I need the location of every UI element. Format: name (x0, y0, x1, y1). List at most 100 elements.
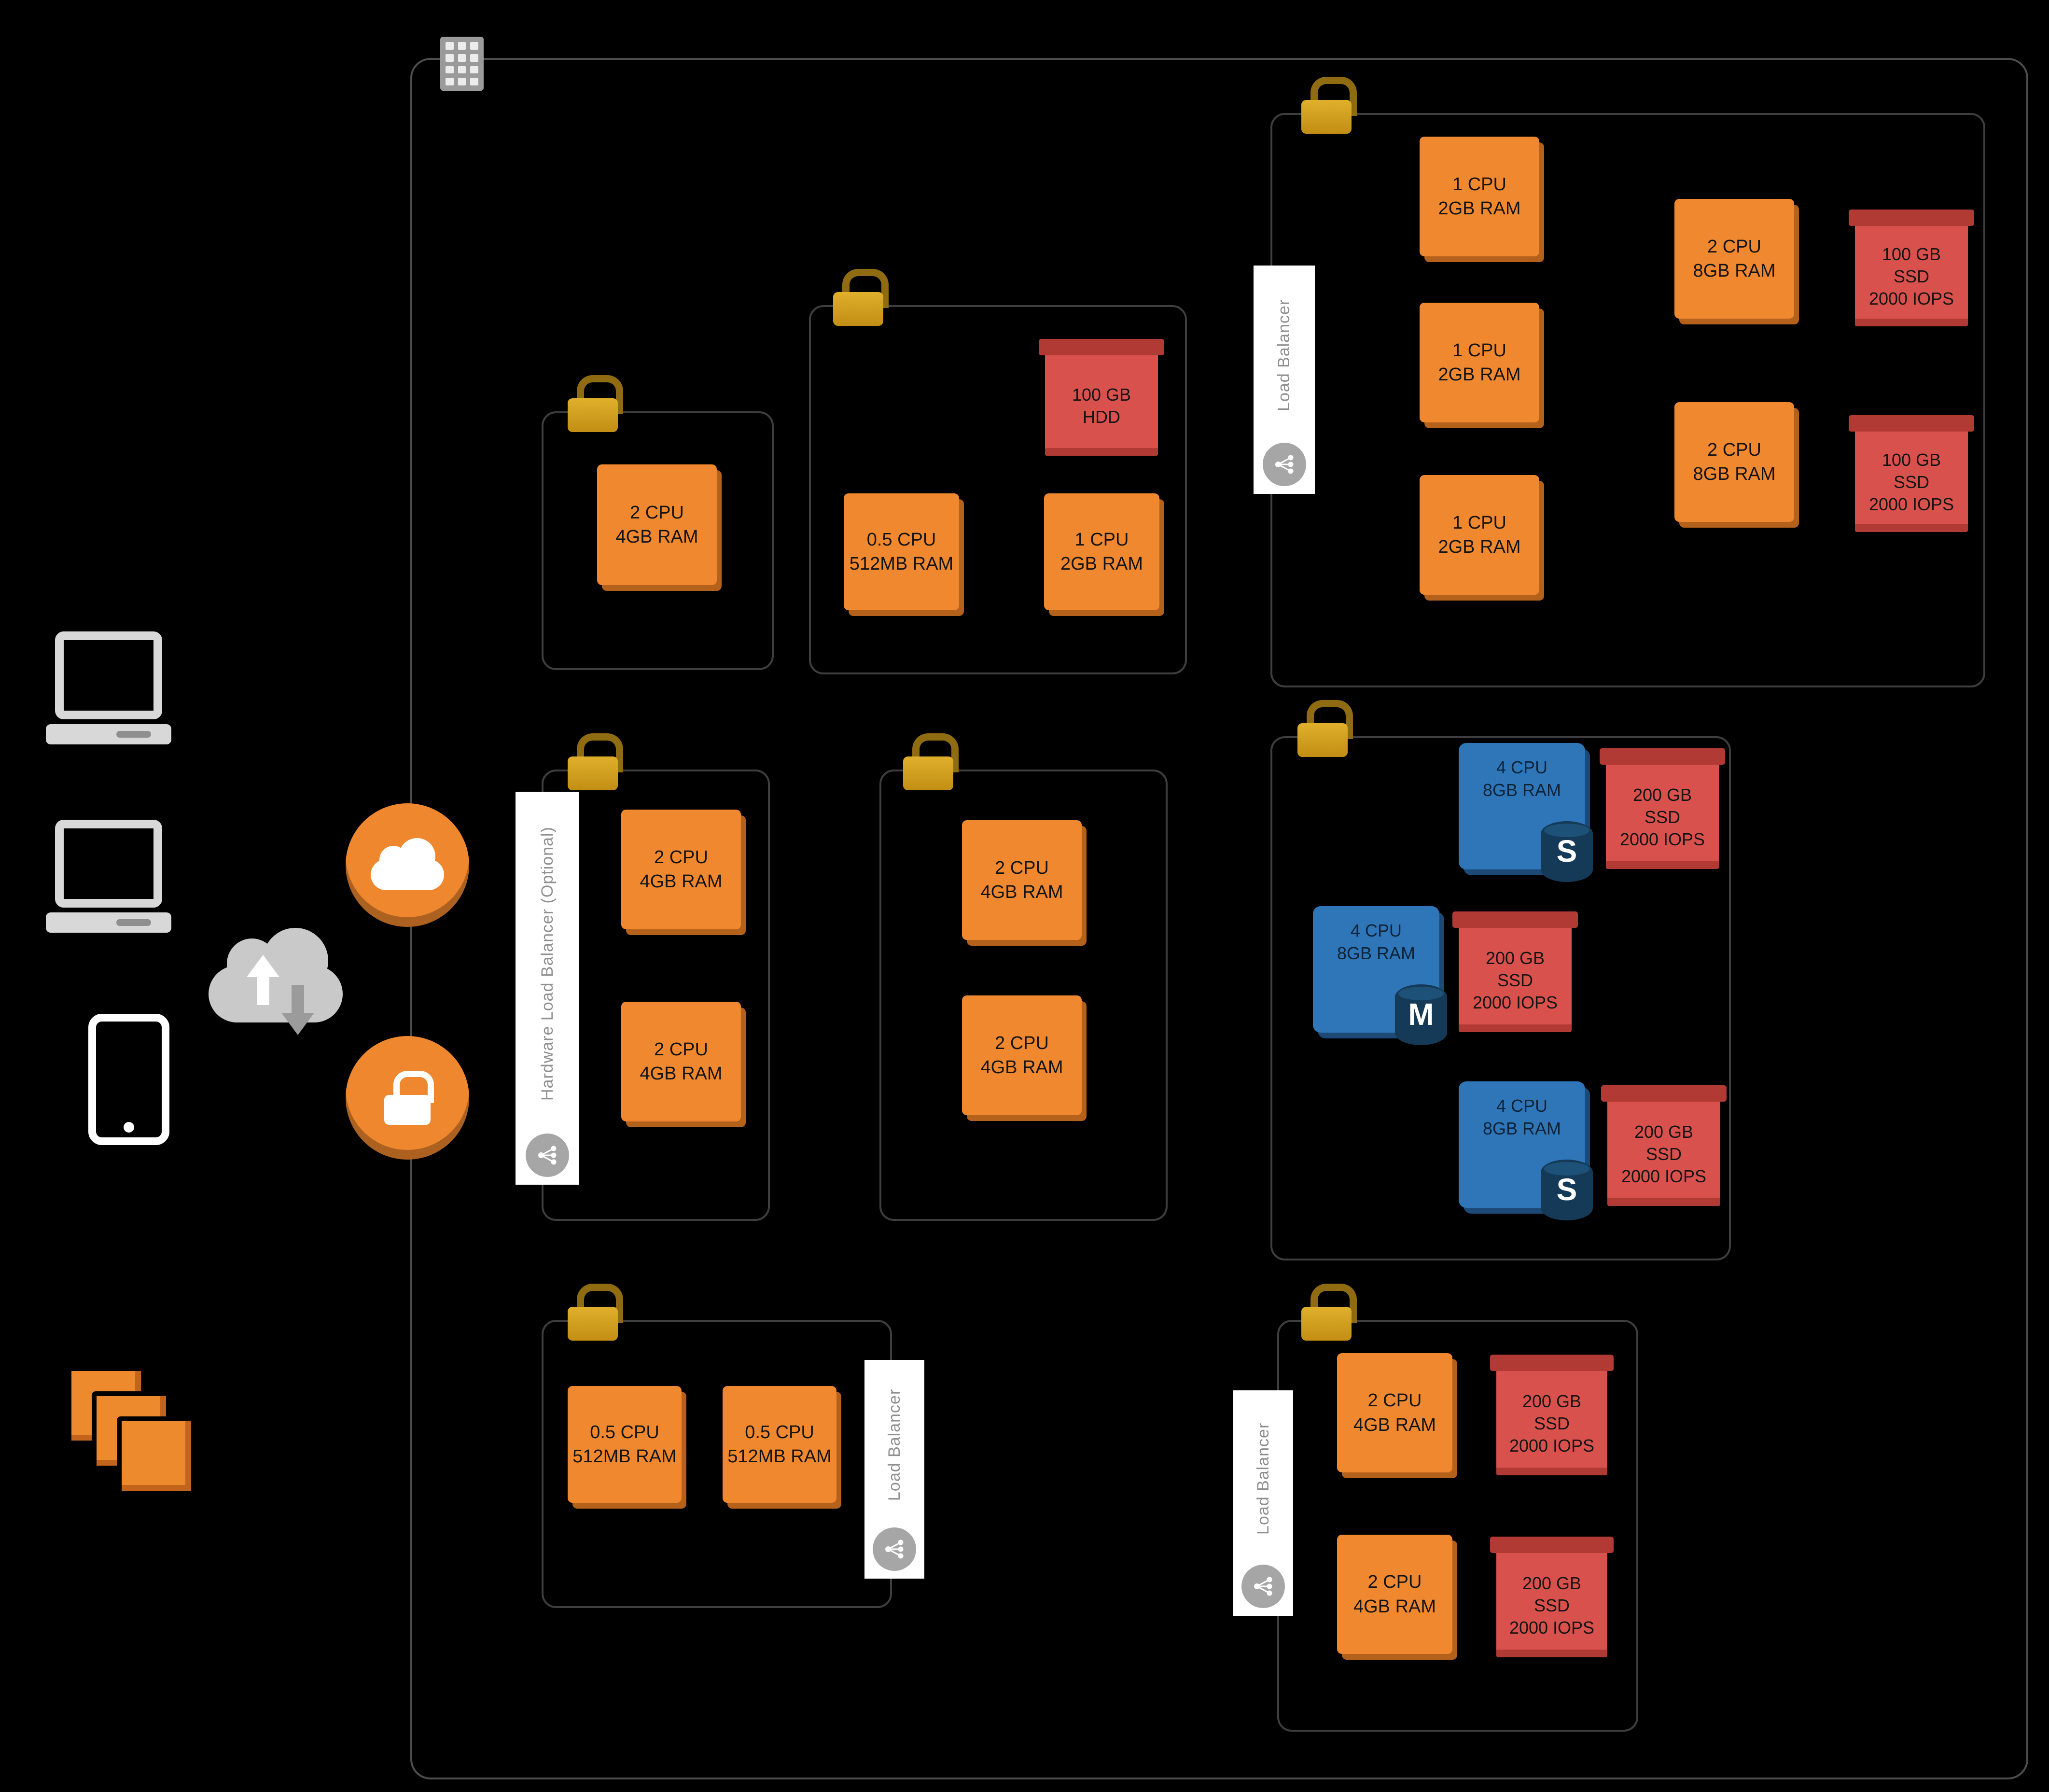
database-spec: 4 CPU 8GB RAM (1482, 757, 1561, 800)
storage-spec: 200 GB SSD 2000 IOPS (1472, 948, 1558, 1013)
compute-spec: 0.5 CPU 512MB RAM (849, 529, 954, 574)
compute-spec: 2 CPU 4GB RAM (980, 857, 1063, 902)
load-balancer-label: Load Balancer (1233, 1390, 1293, 1616)
storage-spec: 100 GB SSD 2000 IOPS (1868, 244, 1954, 309)
load-balancer-label: Load Balancer (864, 1360, 924, 1579)
instance-chip (117, 1416, 196, 1496)
laptop-screen (55, 631, 162, 719)
compute-instance: 2 CPU 4GB RAM (962, 820, 1082, 940)
load-balancer-icon (873, 1527, 916, 1571)
instance-stack-icon (67, 1366, 197, 1497)
upload-arrow-icon (247, 955, 279, 1005)
compute-instance: 2 CPU 4GB RAM (597, 464, 717, 585)
storage-spec: 100 GB SSD 2000 IOPS (1868, 449, 1954, 515)
storage-volume: 100 GB HDD (1039, 339, 1164, 456)
datacenter-icon (440, 37, 484, 91)
storage-volume: 200 GB SSD 2000 IOPS (1490, 1355, 1614, 1475)
load-balancer-icon (1241, 1565, 1285, 1608)
database-spec: 4 CPU 8GB RAM (1337, 921, 1416, 963)
compute-spec: 1 CPU 2GB RAM (1438, 512, 1521, 557)
compute-instance: 2 CPU 8GB RAM (1674, 199, 1794, 319)
compute-instance: 2 CPU 4GB RAM (621, 1002, 741, 1121)
storage-volume: 200 GB SSD 2000 IOPS (1490, 1537, 1614, 1657)
storage-volume: 100 GB SSD 2000 IOPS (1849, 210, 1974, 326)
padlock-icon (833, 269, 889, 326)
compute-instance: 2 CPU 4GB RAM (621, 810, 741, 929)
compute-spec: 2 CPU 4GB RAM (980, 1033, 1063, 1078)
compute-instance: 1 CPU 2GB RAM (1044, 493, 1159, 610)
storage-spec: 200 GB SSD 2000 IOPS (1509, 1391, 1595, 1456)
compute-instance: 0.5 CPU 512MB RAM (723, 1386, 836, 1503)
compute-spec: 2 CPU 4GB RAM (615, 502, 698, 547)
compute-instance: 1 CPU 2GB RAM (1420, 303, 1539, 422)
compute-instance: 1 CPU 2GB RAM (1420, 475, 1539, 595)
storage-spec: 100 GB HDD (1072, 384, 1131, 427)
storage-volume: 200 GB SSD 2000 IOPS (1452, 911, 1578, 1032)
security-group-database (1270, 736, 1731, 1260)
compute-instance: 2 CPU 4GB RAM (962, 995, 1082, 1115)
load-balancer-label: Load Balancer (1254, 266, 1315, 494)
compute-spec: 2 CPU 4GB RAM (640, 847, 723, 892)
compute-instance: 2 CPU 4GB RAM (1337, 1353, 1452, 1472)
compute-spec: 2 CPU 4GB RAM (640, 1039, 723, 1084)
database-spec: 4 CPU 8GB RAM (1482, 1096, 1561, 1138)
storage-spec: 200 GB SSD 2000 IOPS (1621, 1121, 1707, 1187)
compute-spec: 1 CPU 2GB RAM (1438, 174, 1521, 219)
laptop-icon (46, 820, 171, 933)
lock-icon (346, 1036, 469, 1160)
lock-glyph (384, 1071, 434, 1125)
hardware-load-balancer-label-text: Hardware Load Balancer (Optional) (538, 826, 557, 1101)
security-group-top-mid (809, 305, 1187, 674)
compute-spec: 1 CPU 2GB RAM (1060, 529, 1143, 574)
security-group-top-left (542, 411, 774, 670)
padlock-icon (1301, 1284, 1357, 1341)
compute-instance: 2 CPU 8GB RAM (1674, 402, 1794, 522)
load-balancer-icon (526, 1134, 569, 1177)
padlock-icon (1301, 77, 1357, 134)
padlock-icon (568, 1284, 623, 1341)
compute-spec: 2 CPU 8GB RAM (1693, 236, 1776, 281)
padlock-icon (1297, 700, 1353, 757)
compute-spec: 0.5 CPU 512MB RAM (572, 1422, 677, 1467)
database-letter: M (1408, 997, 1434, 1032)
phone-icon (88, 1014, 169, 1145)
cloud-icon (346, 803, 469, 927)
compute-instance: 2 CPU 4GB RAM (1337, 1535, 1452, 1654)
security-group-top-right (1270, 113, 1985, 687)
compute-instance: 0.5 CPU 512MB RAM (568, 1386, 682, 1503)
storage-volume: 200 GB SSD 2000 IOPS (1600, 748, 1725, 869)
security-group-mid-center (879, 770, 1168, 1221)
database-instance: 4 CPU 8GB RAM S (1459, 1081, 1593, 1220)
storage-spec: 200 GB SSD 2000 IOPS (1509, 1573, 1595, 1638)
database-letter: S (1556, 834, 1577, 869)
database-icon: S (1541, 1160, 1593, 1220)
load-balancer-label-text: Load Balancer (1275, 299, 1293, 411)
padlock-icon (568, 733, 623, 790)
laptop-base (46, 724, 171, 744)
cloud-upload-download-icon (209, 928, 353, 1065)
database-letter: S (1556, 1172, 1577, 1207)
storage-volume: 200 GB SSD 2000 IOPS (1601, 1085, 1727, 1206)
database-icon: S (1541, 821, 1593, 882)
compute-instance: 1 CPU 2GB RAM (1420, 137, 1539, 256)
storage-volume: 100 GB SSD 2000 IOPS (1849, 415, 1974, 532)
load-balancer-label-text: Load Balancer (1254, 1422, 1272, 1535)
compute-instance: 0.5 CPU 512MB RAM (844, 493, 959, 610)
compute-spec: 2 CPU 8GB RAM (1693, 439, 1776, 484)
download-arrow-icon (281, 985, 314, 1035)
compute-spec: 2 CPU 4GB RAM (1353, 1572, 1436, 1617)
laptop-icon (46, 631, 171, 744)
database-icon: M (1395, 984, 1447, 1045)
compute-spec: 0.5 CPU 512MB RAM (727, 1422, 832, 1467)
compute-spec: 2 CPU 4GB RAM (1353, 1390, 1436, 1435)
database-instance: 4 CPU 8GB RAM S (1459, 743, 1593, 882)
padlock-icon (903, 733, 959, 790)
storage-spec: 200 GB SSD 2000 IOPS (1619, 784, 1705, 850)
cloud-glyph (371, 838, 444, 891)
compute-spec: 1 CPU 2GB RAM (1438, 340, 1521, 385)
database-instance: 4 CPU 8GB RAM M (1313, 906, 1447, 1045)
padlock-icon (568, 375, 623, 432)
hardware-load-balancer-label: Hardware Load Balancer (Optional) (516, 792, 579, 1185)
laptop-base (46, 912, 171, 933)
